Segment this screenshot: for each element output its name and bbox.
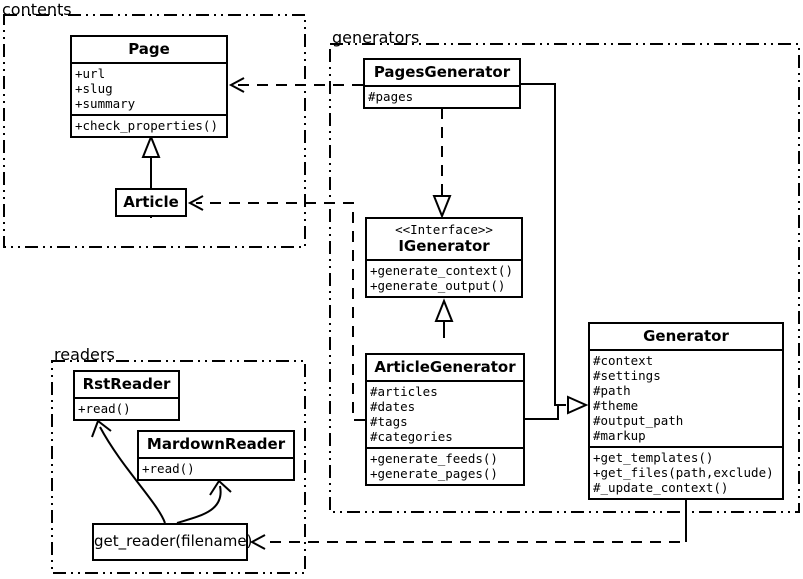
attribute: #pages: [368, 89, 414, 104]
attribute: #output_path: [593, 413, 684, 428]
dependency-line-articlegenerator-to-article: [196, 202, 365, 421]
attribute: #context: [593, 353, 654, 368]
arrowhead-rstreader: [91, 419, 112, 438]
attributes-page: +url +slug +summary: [72, 62, 226, 114]
methods-igenerator: +generate_context() +generate_output(): [367, 259, 521, 296]
package-label-generators: generators: [332, 28, 420, 47]
package-label-readers: readers: [54, 345, 115, 364]
class-title-pagesgenerator: PagesGenerator: [373, 63, 511, 81]
class-box-rstreader: RstReader +read(): [73, 370, 180, 421]
class-title-articlegenerator: ArticleGenerator: [374, 358, 516, 376]
attribute: #markup: [593, 428, 646, 443]
attributes-articlegenerator: #articles #dates #tags #categories: [367, 380, 523, 447]
generalization-triangle-articlegenerator-igenerator: [434, 298, 454, 322]
generalization-triangle-generator: [567, 395, 589, 415]
package-label-contents: contents: [2, 0, 72, 19]
dependency-arrowhead-article: [187, 195, 204, 211]
class-box-article: Article: [115, 188, 187, 217]
class-box-articlegenerator: ArticleGenerator #articles #dates #tags …: [365, 353, 525, 486]
interface-name: IGenerator: [398, 237, 490, 255]
method: +get_templates(): [593, 450, 714, 465]
method: +generate_feeds(): [370, 451, 498, 466]
class-title-article: Article: [123, 193, 179, 211]
realization-triangle-igenerator: [432, 195, 452, 219]
generalization-triangle-article-to-page: [141, 134, 161, 158]
stereotype-interface: <<Interface>>: [395, 222, 493, 237]
attribute: +summary: [75, 96, 136, 111]
method: +get_files(path,exclude): [593, 465, 774, 480]
class-box-pagesgenerator: PagesGenerator #pages: [363, 58, 521, 109]
method: +read(): [78, 401, 131, 416]
attribute: #path: [593, 383, 631, 398]
class-box-page: Page +url +slug +summary +check_properti…: [70, 35, 228, 138]
dependency-arrowhead-page: [228, 77, 245, 93]
class-title-igenerator: <<Interface>> IGenerator: [367, 219, 521, 259]
class-box-igenerator: <<Interface>> IGenerator +generate_conte…: [365, 217, 523, 298]
attributes-pagesgenerator: #pages: [365, 85, 519, 107]
arrowhead-mardownreader: [209, 479, 232, 496]
methods-articlegenerator: +generate_feeds() +generate_pages(): [367, 447, 523, 484]
arrow-line-getreader-to-rstreader: [99, 426, 166, 524]
attributes-generator: #context #settings #path #theme #output_…: [590, 349, 782, 446]
methods-page: +check_properties(): [72, 114, 226, 136]
package-border-generators: [329, 43, 800, 513]
methods-generator: +get_templates() +get_files(path,exclude…: [590, 446, 782, 498]
method: #_update_context(): [593, 480, 729, 495]
attribute: #articles: [370, 384, 438, 399]
attribute: #dates: [370, 399, 416, 414]
attribute: #tags: [370, 414, 408, 429]
package-border-contents: [3, 14, 306, 248]
dependency-arrowhead-getreader: [249, 534, 266, 550]
method: +generate_pages(): [370, 466, 498, 481]
package-border-readers: [51, 360, 306, 574]
class-title-page: Page: [128, 40, 170, 58]
method: +check_properties(): [75, 118, 218, 133]
class-box-generator: Generator #context #settings #path #them…: [588, 322, 784, 500]
generalization-line-pagesgenerator-to-generator: [521, 83, 566, 406]
arrow-line-getreader-to-mardownreader: [176, 485, 222, 524]
class-title-mardownreader: MardownReader: [146, 435, 286, 453]
attribute: +url: [75, 66, 106, 81]
attribute: #settings: [593, 368, 661, 383]
class-title-rstreader: RstReader: [82, 375, 171, 393]
function-box-getreader: get_reader(filename): [92, 523, 253, 561]
function-label-getreader: get_reader(filename): [94, 532, 253, 550]
attribute: #theme: [593, 398, 639, 413]
attribute: #categories: [370, 429, 453, 444]
attribute: +slug: [75, 81, 113, 96]
method: +generate_context(): [370, 263, 513, 278]
generalization-line-articlegenerator-to-generator: [525, 405, 559, 420]
class-title-generator: Generator: [643, 327, 729, 345]
methods-mardownreader: +read(): [139, 457, 293, 479]
class-box-mardownreader: MardownReader +read(): [137, 430, 295, 481]
method: +read(): [142, 461, 195, 476]
method: +generate_output(): [370, 278, 506, 293]
methods-rstreader: +read(): [75, 397, 178, 419]
